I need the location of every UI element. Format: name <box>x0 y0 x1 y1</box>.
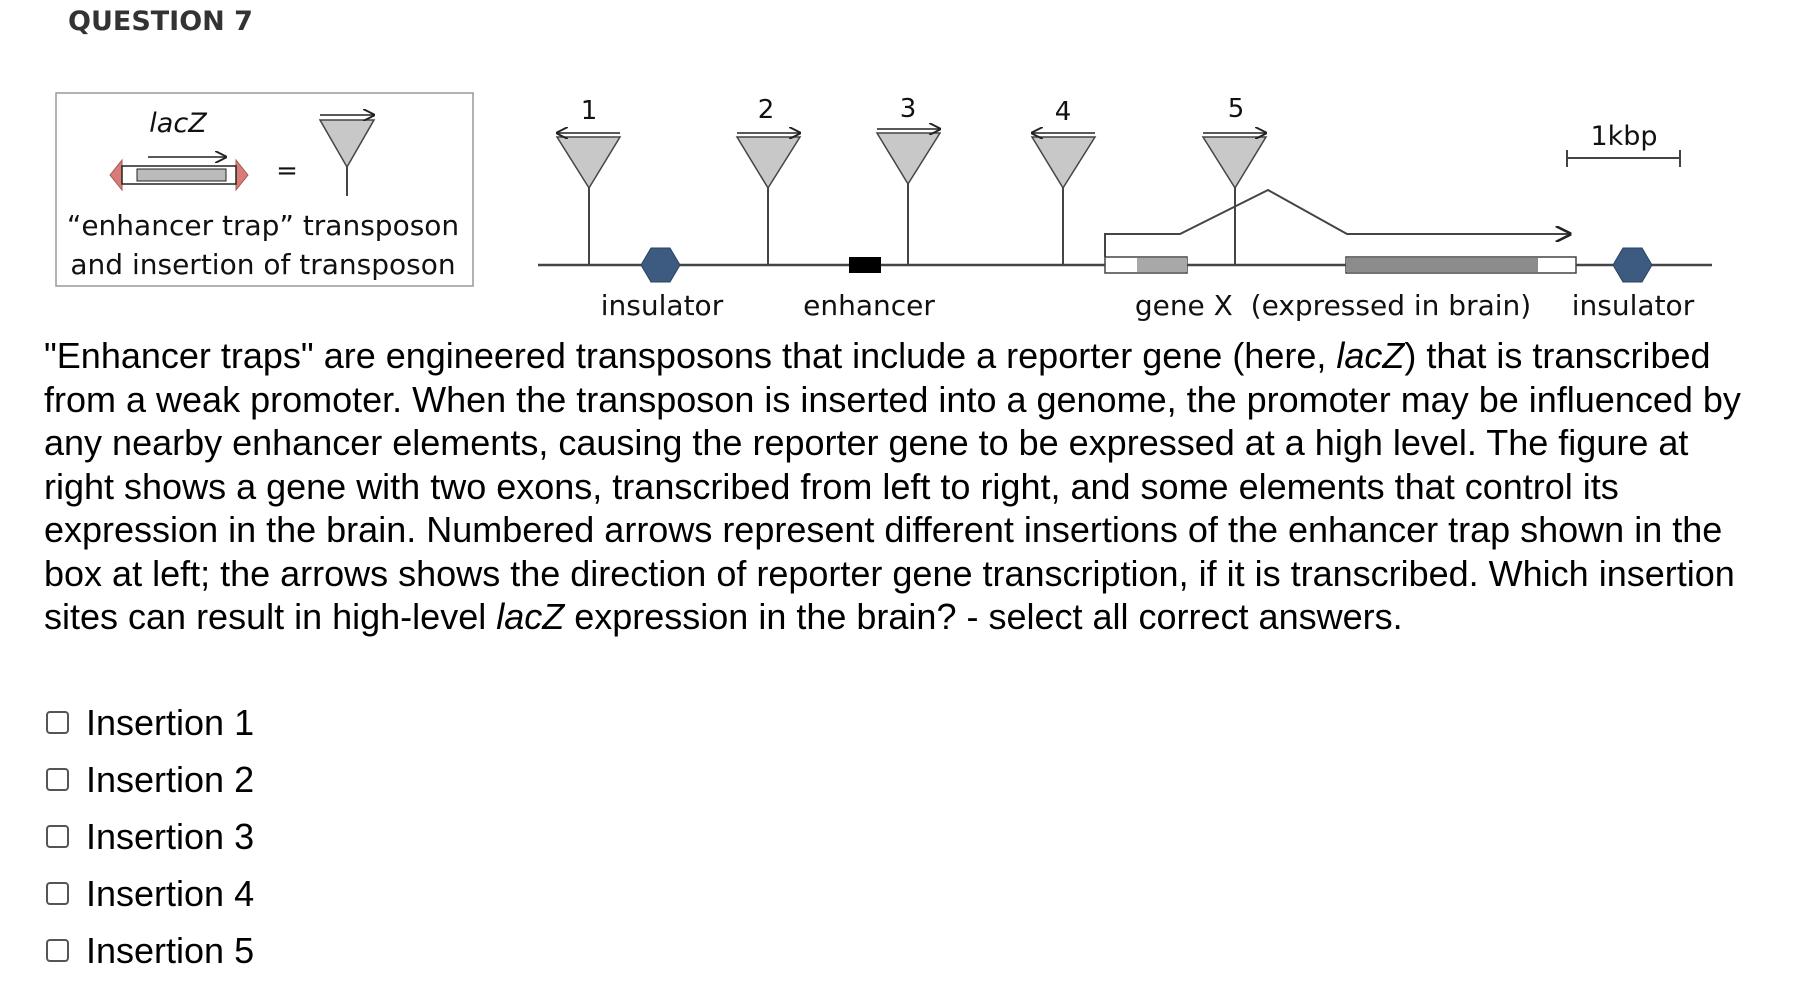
option-insertion-4[interactable]: Insertion 4 <box>46 865 254 922</box>
insertion-3: 3 <box>875 94 942 265</box>
option-insertion-5-label: Insertion 5 <box>86 929 255 971</box>
insertion-4: 4 <box>1030 97 1097 265</box>
lacz-transposon-icon <box>109 157 249 192</box>
option-insertion-2-label: Insertion 2 <box>86 758 255 800</box>
legend-insertion-triangle-icon <box>318 115 376 196</box>
gene-x <box>1104 188 1577 274</box>
question-title: QUESTION 7 <box>68 6 253 37</box>
option-insertion-1-label: Insertion 1 <box>86 701 255 743</box>
question-text: "Enhancer traps" are engineered transpos… <box>44 335 1741 637</box>
option-insertion-4-checkbox[interactable] <box>46 882 69 905</box>
insulator-left-hexagon <box>640 247 681 283</box>
option-insertion-3-checkbox[interactable] <box>46 825 69 848</box>
insulator-right-hexagon <box>1612 247 1653 283</box>
enhancer-block <box>849 257 881 273</box>
scale-bar: 1kbp <box>1566 121 1681 167</box>
insertion-2: 2 <box>735 95 802 265</box>
option-insertion-5-checkbox[interactable] <box>46 939 69 962</box>
insulator-right-label: insulator <box>1572 289 1695 322</box>
insertion-5: 5 <box>1201 94 1268 265</box>
option-insertion-2-checkbox[interactable] <box>46 768 69 791</box>
insertion-3-label: 3 <box>900 94 917 124</box>
legend-caption-line2: and insertion of transposon <box>70 248 455 281</box>
insertion-5-label: 5 <box>1228 94 1245 124</box>
insertion-1: 1 <box>555 96 622 265</box>
option-insertion-5[interactable]: Insertion 5 <box>46 922 254 979</box>
gene-x-label: gene X (expressed in brain) <box>1135 289 1531 322</box>
legend-lacz-label: lacZ <box>149 108 207 139</box>
gene-x-transcript-arrow <box>1104 188 1570 257</box>
option-insertion-4-label: Insertion 4 <box>86 872 255 914</box>
legend-box: lacZ = “enhancer trap” transposon and in… <box>55 92 474 287</box>
option-insertion-3-label: Insertion 3 <box>86 815 255 857</box>
option-insertion-2[interactable]: Insertion 2 <box>46 751 254 808</box>
enhancer-trap-figure: lacZ = “enhancer trap” transposon and in… <box>55 92 1712 322</box>
answer-options: Insertion 1 Insertion 2 Insertion 3 Inse… <box>46 694 254 979</box>
scale-bar-label: 1kbp <box>1590 121 1657 152</box>
insertion-4-label: 4 <box>1055 97 1072 127</box>
option-insertion-1[interactable]: Insertion 1 <box>46 694 254 751</box>
enhancer-label: enhancer <box>803 289 935 322</box>
option-insertion-1-checkbox[interactable] <box>46 711 69 734</box>
insulator-left-label: insulator <box>601 289 724 322</box>
insertion-2-label: 2 <box>758 95 775 125</box>
option-insertion-3[interactable]: Insertion 3 <box>46 808 254 865</box>
insertion-1-label: 1 <box>581 96 598 126</box>
legend-caption-line1: “enhancer trap” transposon <box>67 209 459 242</box>
legend-equals: = <box>276 156 298 186</box>
